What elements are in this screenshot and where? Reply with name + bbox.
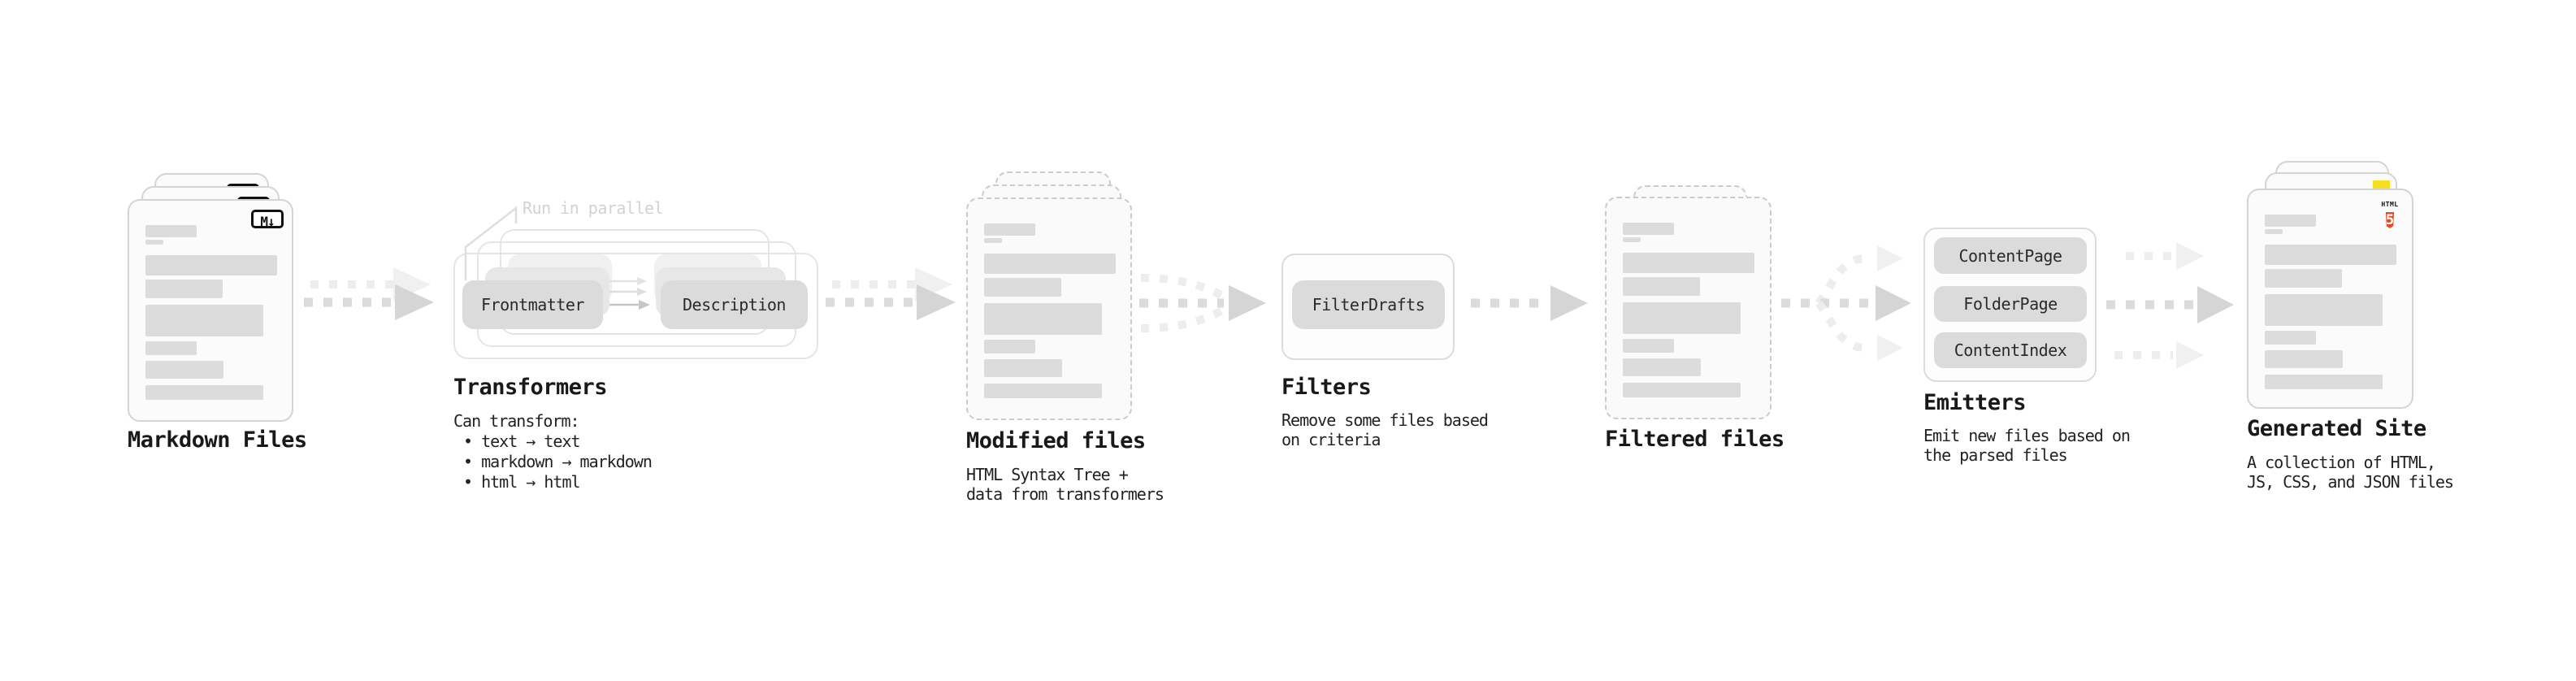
transformers-subtitle: Can transform: • text → text • markdown …	[453, 411, 653, 492]
subtitle-line: Emit new files based on	[1923, 426, 2131, 445]
placeholder-bar	[2265, 245, 2396, 265]
placeholder-bar	[1623, 277, 1700, 296]
modified-file-card-front	[966, 197, 1132, 420]
html5-icon-shield: 5	[2385, 212, 2395, 228]
placeholder-bar	[984, 340, 1035, 354]
filters-title: Filters	[1281, 375, 1372, 400]
flow-arrow-emitters-to-generated	[2106, 242, 2234, 369]
flow-arrow-transformers-to-modified	[826, 267, 956, 320]
html5-icon: HTML 5	[2379, 194, 2400, 231]
placeholder-bar	[1623, 302, 1741, 334]
placeholder-bar	[145, 305, 263, 336]
generated-site-title: Generated Site	[2247, 416, 2426, 441]
run-in-parallel-note: Run in parallel	[523, 198, 664, 218]
flow-arrow-markdown-to-transformers	[304, 267, 434, 320]
placeholder-bar	[145, 255, 277, 275]
generated-site-subtitle: A collection of HTML, JS, CSS, and JSON …	[2247, 453, 2454, 492]
transformers-title: Transformers	[453, 375, 608, 400]
contentindex-chip: ContentIndex	[1934, 332, 2087, 368]
filterdrafts-chip: FilterDrafts	[1292, 280, 1445, 329]
transformer-group-front	[453, 253, 818, 359]
placeholder-bar	[984, 278, 1061, 297]
placeholder-bar	[2265, 331, 2316, 345]
placeholder-bar	[2265, 229, 2283, 234]
flow-arrow-filters-to-filtered	[1471, 285, 1588, 321]
filters-subtitle: Remove some files based on criteria	[1281, 410, 1489, 449]
placeholder-bar	[984, 359, 1062, 377]
placeholder-bar	[1623, 237, 1641, 242]
subtitle-line: JS, CSS, and JSON files	[2247, 472, 2454, 492]
subtitle-line: on criteria	[1281, 430, 1381, 449]
modified-files-title: Modified files	[966, 428, 1146, 453]
placeholder-bar	[984, 384, 1102, 398]
subtitle-bullet: • text → text	[463, 432, 581, 451]
subtitle-line: data from transformers	[966, 484, 1164, 504]
subtitle-bullet: • html → html	[463, 472, 581, 492]
placeholder-bar	[1623, 223, 1674, 235]
frontmatter-chip: Frontmatter	[462, 280, 603, 329]
markdown-icon: M↓	[251, 210, 284, 229]
html5-icon-label: HTML	[2381, 201, 2399, 208]
placeholder-bar	[984, 254, 1116, 274]
placeholder-bar	[145, 240, 163, 245]
emitters-title: Emitters	[1923, 390, 2027, 415]
filtered-files-title: Filtered files	[1605, 427, 1785, 452]
description-chip: Description	[661, 280, 808, 329]
placeholder-bar	[145, 361, 223, 379]
contentpage-chip: ContentPage	[1934, 237, 2087, 274]
subtitle-line: Remove some files based	[1281, 410, 1489, 430]
placeholder-bar	[984, 303, 1102, 335]
placeholder-bar	[1623, 383, 1741, 397]
transformer-mini-arrows	[609, 277, 650, 310]
placeholder-bar	[145, 280, 223, 298]
placeholder-bar	[1623, 339, 1674, 353]
subtitle-line: Can transform:	[453, 411, 580, 431]
subtitle-line: the parsed files	[1923, 445, 2068, 465]
flow-arrow-modified-to-filters	[1139, 274, 1266, 332]
folderpage-chip: FolderPage	[1934, 286, 2087, 322]
subtitle-line: HTML Syntax Tree +	[966, 465, 1129, 484]
placeholder-bar	[1623, 253, 1754, 273]
placeholder-bar	[2265, 269, 2342, 288]
note-connector-line	[464, 206, 518, 280]
placeholder-bar	[145, 225, 197, 237]
placeholder-bar	[984, 238, 1002, 243]
placeholder-bar	[145, 385, 263, 400]
placeholder-bar	[2265, 294, 2383, 326]
markdown-file-card-front: M↓	[128, 199, 293, 422]
emitters-subtitle: Emit new files based on the parsed files	[1923, 426, 2131, 465]
subtitle-bullet: • markdown → markdown	[463, 452, 653, 471]
flow-arrow-filtered-to-emitters	[1781, 245, 1911, 361]
modified-files-subtitle: HTML Syntax Tree + data from transformer…	[966, 465, 1164, 504]
placeholder-bar	[2265, 375, 2383, 389]
placeholder-bar	[2265, 215, 2316, 227]
js-icon	[2373, 180, 2390, 189]
generated-file-card-front: HTML 5	[2247, 189, 2413, 409]
placeholder-bar	[1623, 358, 1701, 376]
placeholder-bar	[2265, 350, 2343, 368]
placeholder-bar	[145, 341, 197, 355]
subtitle-line: A collection of HTML,	[2247, 453, 2436, 472]
filtered-file-card-front	[1605, 197, 1772, 419]
placeholder-bar	[984, 223, 1035, 236]
markdown-files-title: Markdown Files	[128, 427, 307, 453]
